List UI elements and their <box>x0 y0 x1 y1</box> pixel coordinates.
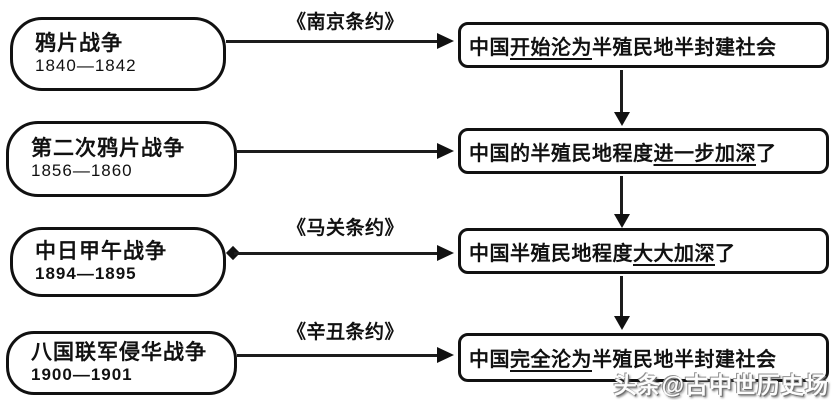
arrow-head-right-icon <box>437 347 454 363</box>
arrow-line <box>620 276 623 318</box>
war-years: 1900—1901 <box>31 364 133 384</box>
arrow-head-right-icon <box>437 33 454 49</box>
arrow-head-right-icon <box>437 143 454 159</box>
war-title: 八国联军侵华战争 <box>31 340 207 364</box>
result-text: 中国开始沦为半殖民地半封建社会 <box>469 36 777 59</box>
war-box-second-opium-war: 第二次鸦片战争 1856—1860 <box>6 121 237 197</box>
result-box-2: 中国的半殖民地程度进一步加深了 <box>458 128 829 174</box>
result-box-3: 中国半殖民地程度大大加深了 <box>458 228 829 274</box>
war-box-eight-nation-alliance: 八国联军侵华战争 1900—1901 <box>6 331 237 395</box>
war-years: 1894—1895 <box>35 263 137 283</box>
war-years: 1856—1860 <box>31 160 133 180</box>
arrow-line <box>237 150 438 153</box>
war-title: 鸦片战争 <box>35 31 123 55</box>
arrow-head-down-icon <box>614 316 630 330</box>
war-years: 1840—1842 <box>35 55 137 75</box>
treaty-label-xinchou: 《辛丑条约》 <box>286 322 404 343</box>
war-title: 第二次鸦片战争 <box>31 136 185 160</box>
arrow-head-down-icon <box>614 112 630 126</box>
treaty-label-nanjing: 《南京条约》 <box>286 12 404 33</box>
arrow-line <box>620 70 623 114</box>
result-text: 中国半殖民地程度大大加深了 <box>469 242 736 265</box>
result-box-4: 中国完全沦为半殖民地半封建社会 <box>458 333 829 382</box>
war-box-sino-japanese-war: 中日甲午战争 1894—1895 <box>10 227 226 297</box>
arrow-head-down-icon <box>614 214 630 228</box>
arrow-head-right-icon <box>437 245 454 261</box>
arrow-line <box>226 40 438 43</box>
war-title: 中日甲午战争 <box>35 239 167 263</box>
watermark: 头条@古中世历史场 <box>613 372 829 398</box>
war-box-opium-war: 鸦片战争 1840—1842 <box>10 17 226 91</box>
result-text: 中国完全沦为半殖民地半封建社会 <box>469 349 777 371</box>
arrow-line <box>234 252 438 255</box>
treaty-label-shimonoseki: 《马关条约》 <box>286 218 404 239</box>
arrow-line <box>620 176 623 216</box>
result-text: 中国的半殖民地程度进一步加深了 <box>469 142 777 165</box>
result-box-1: 中国开始沦为半殖民地半封建社会 <box>458 22 829 68</box>
arrow-line <box>237 354 438 357</box>
